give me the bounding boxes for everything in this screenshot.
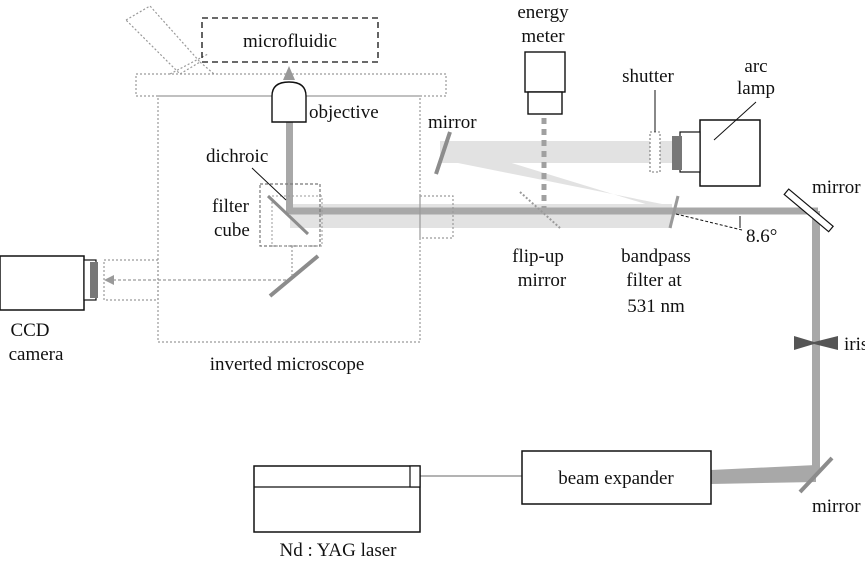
ccd-label-1: CCD (10, 320, 49, 341)
bandpass-filter (668, 195, 680, 229)
ccd-camera-lens (90, 262, 98, 298)
camera-mirror (268, 254, 320, 298)
bottom-mirror-label: mirror (812, 496, 861, 517)
laser-beam-expanded (711, 465, 816, 484)
flip-up-label-1: flip-up (512, 246, 564, 267)
arc-lamp-label-2: lamp (737, 78, 775, 99)
ccd-camera (0, 255, 98, 311)
dichroic-leader (251, 167, 287, 201)
bandpass-label-2: filter at (626, 270, 682, 291)
energy-meter-label-2: meter (521, 26, 565, 47)
beam-expander-box (521, 450, 712, 505)
energy-meter-label-1: energy (517, 2, 569, 23)
arc-lamp-lens (672, 136, 682, 170)
dichroic-mirror (266, 194, 310, 236)
objective-body (271, 81, 307, 123)
eyepiece-tube (169, 53, 209, 75)
shutter-label: shutter (622, 66, 674, 87)
filter-cube-label-2: cube (214, 220, 250, 241)
filter-cube-inner (271, 195, 323, 247)
iris (794, 336, 838, 350)
flip-up-label-2: mirror (518, 270, 567, 291)
beam-expander-label: beam expander (558, 468, 674, 489)
objective-arrowhead (283, 66, 295, 80)
top-mirror-label: mirror (428, 112, 477, 133)
microscope-port (419, 195, 454, 239)
inverted-microscope-label: inverted microscope (210, 354, 365, 375)
energy-meter (524, 51, 566, 115)
bandpass-label-1: bandpass (621, 246, 691, 267)
dichroic-label: dichroic (206, 146, 268, 167)
arc-lamp-body (699, 119, 761, 187)
bandpass-label-3: 531 nm (627, 296, 685, 317)
energy-meter-top (524, 51, 566, 93)
ccd-camera-body (0, 255, 85, 311)
right-mirror (783, 188, 834, 233)
objective-label: objective (309, 102, 379, 123)
laser-body (253, 465, 421, 533)
right-mirror-label: mirror (812, 177, 861, 198)
arc-lamp (672, 119, 761, 187)
arc-lamp-leader (713, 101, 757, 141)
inverted-microscope (103, 5, 454, 343)
laser-label: Nd : YAG laser (280, 540, 398, 561)
lamp-beam-paths (290, 141, 672, 228)
laser-output (409, 465, 421, 488)
microscope-body (157, 95, 421, 343)
laser-beam-vertical-objective (286, 122, 293, 214)
eyepiece-tube-2 (199, 61, 215, 75)
bottom-mirror (798, 456, 834, 494)
nd-yag-laser (253, 465, 421, 533)
microscope-stage (135, 73, 447, 97)
flip-up-mirror (519, 191, 561, 229)
lamp-beam-horizontal-top (440, 141, 672, 163)
angle-label: 8.6° (746, 226, 777, 247)
iris-label: iris (844, 334, 865, 355)
arc-lamp-label-1: arc (744, 56, 767, 77)
microfluidic-label: microfluidic (243, 31, 337, 52)
objective (271, 66, 307, 123)
energy-meter-bottom (527, 91, 563, 115)
top-mirror (434, 131, 452, 175)
ccd-label-2: camera (9, 344, 64, 365)
arc-lamp-front (679, 131, 701, 173)
filter-cube-label-1: filter (212, 196, 250, 217)
camera-path-arrowhead (104, 275, 114, 285)
shutter (649, 131, 661, 173)
angle-dashed-line (675, 213, 743, 231)
